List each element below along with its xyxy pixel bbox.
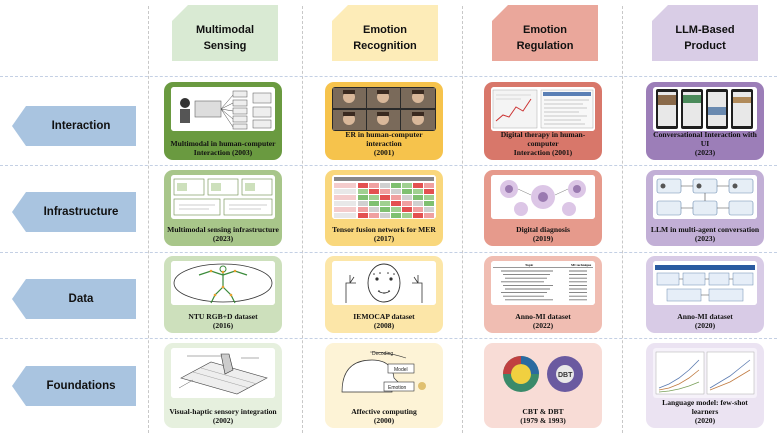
column-header-line1: Emotion bbox=[523, 24, 567, 36]
figure-thumbnail bbox=[653, 175, 757, 219]
card-cbt-dbt[interactable]: DBT CBT & DBT(1979 & 1993) bbox=[484, 343, 602, 428]
card-anno-mi-2022[interactable]: Topic MI technique Anno-MI dataset(2022) bbox=[484, 256, 602, 333]
card-caption-line1: Digital therapy in human-computer bbox=[500, 130, 586, 148]
card-caption-line2: (2000) bbox=[373, 416, 395, 425]
card-caption-line2: (1979 & 1993) bbox=[520, 416, 566, 425]
card-affective-computing[interactable]: Decoding Model Emotion Affective computi… bbox=[325, 343, 443, 428]
card-caption-line2: (2023) bbox=[694, 234, 716, 243]
figure-thumbnail: DBT bbox=[491, 348, 595, 400]
card-caption-line2: Interaction (2003) bbox=[193, 148, 253, 157]
figure-thumbnail bbox=[171, 348, 275, 398]
column-header-line1: Multimodal bbox=[195, 24, 255, 36]
figure-thumbnail: Decoding Model Emotion bbox=[332, 348, 436, 398]
card-caption-line1: Conversational Interaction with UI bbox=[653, 130, 757, 148]
figure-thumbnail bbox=[171, 261, 275, 305]
card-caption-line2: (2020) bbox=[694, 321, 716, 330]
card-caption-line1: Visual-haptic sensory integration bbox=[169, 407, 277, 416]
grid-divider bbox=[302, 6, 303, 433]
grid-divider bbox=[462, 6, 463, 433]
card-caption-line2: Interaction (2001) bbox=[513, 148, 573, 157]
card-conversational-ui[interactable]: Conversational Interaction with UI(2023) bbox=[646, 82, 764, 160]
label-dbt: DBT bbox=[558, 372, 573, 379]
grid-divider bbox=[622, 6, 623, 433]
figure-thumbnail bbox=[171, 175, 275, 219]
card-caption-line1: Anno-MI dataset bbox=[515, 312, 571, 321]
card-multi-agent[interactable]: LLM in multi-agent conversation(2023) bbox=[646, 170, 764, 246]
card-anno-mi-2020[interactable]: Anno-MI dataset(2020) bbox=[646, 256, 764, 333]
row-header-foundations: Foundations bbox=[12, 366, 136, 406]
row-header-label: Foundations bbox=[46, 380, 116, 392]
card-ntu-dataset[interactable]: NTU RGB+D dataset(2016) bbox=[164, 256, 282, 333]
card-caption-line2: (2001) bbox=[373, 148, 395, 157]
table-header-technique: MI technique bbox=[571, 263, 592, 267]
label-model: Model bbox=[394, 367, 408, 373]
figure-thumbnail bbox=[332, 175, 436, 219]
card-caption-line1: Affective computing bbox=[351, 407, 417, 416]
figure-thumbnail bbox=[332, 261, 436, 305]
card-caption-line1: LLM in multi-agent conversation bbox=[650, 225, 760, 234]
label-emotion: Emotion bbox=[388, 385, 407, 391]
card-caption-line2: (2017) bbox=[373, 234, 395, 243]
card-tensor-fusion[interactable]: Tensor fusion network for MER(2017) bbox=[325, 170, 443, 246]
card-er-hci[interactable]: ER in human-computer interaction(2001) bbox=[325, 82, 443, 160]
card-iemocap-dataset[interactable]: IEMOCAP dataset(2008) bbox=[325, 256, 443, 333]
card-caption-line2: (2023) bbox=[212, 234, 234, 243]
card-sensing-infrastructure[interactable]: Multimodal sensing infrastructure(2023) bbox=[164, 170, 282, 246]
figure-thumbnail bbox=[171, 87, 275, 131]
column-header-line2: Sensing bbox=[203, 40, 247, 52]
row-header-interaction: Interaction bbox=[12, 106, 136, 146]
card-caption-line1: Tensor fusion network for MER bbox=[332, 225, 436, 234]
column-header-line1: LLM-Based bbox=[675, 24, 735, 36]
card-caption-line2: (2020) bbox=[694, 416, 716, 425]
card-caption-line1: Language model: few-shot learners bbox=[662, 398, 748, 416]
grid-divider bbox=[0, 76, 777, 77]
card-caption-line2: (2008) bbox=[373, 321, 395, 330]
column-header-line1: Emotion bbox=[363, 24, 407, 36]
card-caption-line1: Anno-MI dataset bbox=[677, 312, 733, 321]
figure-thumbnail bbox=[491, 87, 595, 131]
card-caption-line1: IEMOCAP dataset bbox=[353, 312, 415, 321]
figure-thumbnail bbox=[491, 175, 595, 219]
column-header-line2: Regulation bbox=[516, 40, 574, 52]
card-caption-line1: ER in human-computer interaction bbox=[345, 130, 423, 148]
label-decoding: Decoding bbox=[372, 351, 393, 357]
column-header-line2: Recognition bbox=[353, 40, 417, 52]
row-header-label: Infrastructure bbox=[43, 206, 119, 218]
card-caption-line1: NTU RGB+D dataset bbox=[188, 312, 258, 321]
card-digital-diagnosis[interactable]: Digital diagnosis(2019) bbox=[484, 170, 602, 246]
card-few-shot-learners[interactable]: Language model: few-shot learners(2020) bbox=[646, 343, 764, 428]
grid-divider bbox=[0, 165, 777, 166]
row-header-label: Interaction bbox=[51, 120, 111, 132]
card-visual-haptic[interactable]: Visual-haptic sensory integration(2002) bbox=[164, 343, 282, 428]
card-caption-line2: (2002) bbox=[212, 416, 234, 425]
card-caption-line2: (2016) bbox=[212, 321, 234, 330]
card-caption-line1: Multimodal in human-computer bbox=[170, 139, 276, 148]
card-caption-line2: (2023) bbox=[694, 148, 716, 157]
card-caption-line1: Multimodal sensing infrastructure bbox=[167, 225, 279, 234]
card-caption-line2: (2022) bbox=[532, 321, 554, 330]
figure-thumbnail bbox=[653, 87, 757, 131]
figure-thumbnail bbox=[653, 348, 757, 398]
row-header-infrastructure: Infrastructure bbox=[12, 192, 136, 232]
figure-thumbnail bbox=[653, 261, 757, 305]
column-header-line2: Product bbox=[684, 40, 726, 52]
row-header-data: Data bbox=[12, 279, 136, 319]
figure-thumbnail bbox=[332, 87, 436, 131]
card-caption-line1: Digital diagnosis bbox=[516, 225, 570, 234]
grid-divider bbox=[148, 6, 149, 433]
figure-thumbnail: Topic MI technique bbox=[491, 261, 595, 305]
card-caption-line1: CBT & DBT bbox=[522, 407, 564, 416]
card-caption-line2: (2019) bbox=[532, 234, 554, 243]
grid-divider bbox=[0, 252, 777, 253]
grid-divider bbox=[0, 338, 777, 339]
row-header-label: Data bbox=[68, 293, 94, 305]
table-header-topic: Topic bbox=[525, 263, 534, 267]
